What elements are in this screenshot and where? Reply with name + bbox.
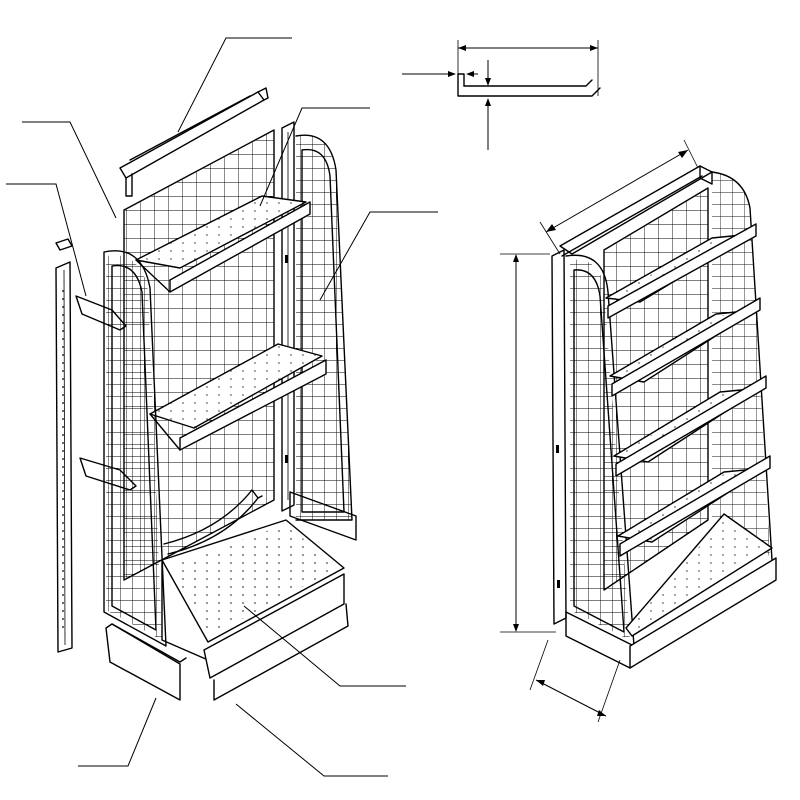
assembled-shelf-4 (617, 455, 771, 557)
assembled-side-frame-right (711, 171, 773, 561)
right-upright-post (281, 121, 295, 512)
base-bracket (163, 489, 263, 555)
base-platform (161, 519, 345, 661)
shelf-bracket-lower (79, 457, 137, 491)
assembled-left-upright (551, 249, 567, 625)
assembled-shelf-3 (613, 375, 767, 477)
exploded-view (6, 37, 438, 777)
left-side-panel (103, 250, 167, 647)
assembled-shelf-2 (609, 297, 761, 397)
shelf-bracket-upper (75, 295, 127, 331)
top-crown-bar (119, 87, 269, 197)
middle-shelf (149, 343, 327, 451)
profile-dimension-detail (402, 40, 601, 150)
right-side-frame (289, 134, 357, 541)
assembled-dimensions (500, 139, 699, 723)
assembled-base (565, 513, 777, 669)
left-upright-column (55, 238, 73, 653)
upper-shelf (135, 195, 311, 293)
assembled-view (500, 139, 777, 723)
leader-lines-exploded (6, 37, 438, 777)
kick-plate-side (105, 623, 187, 701)
assembled-side-frame (565, 254, 635, 647)
kick-plate-front (203, 573, 349, 701)
assembled-shelf-1 (605, 223, 757, 319)
